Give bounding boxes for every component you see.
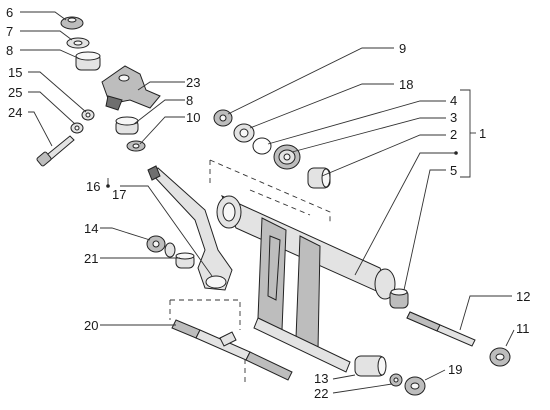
callout-20: 20 bbox=[84, 318, 98, 333]
part-washer-7 bbox=[66, 37, 90, 49]
callout-19: 19 bbox=[448, 362, 462, 377]
part-link-arm-17-eye bbox=[205, 275, 227, 289]
callout-8-lower: 8 bbox=[186, 93, 193, 108]
part-threaded-rod-20 bbox=[171, 319, 293, 381]
part-link-arm-17-tip bbox=[147, 165, 161, 181]
part-bolt-12 bbox=[406, 311, 476, 347]
part-link-arm-17 bbox=[149, 167, 233, 291]
part-washer-25 bbox=[70, 122, 84, 134]
callout-11: 11 bbox=[516, 321, 530, 336]
part-washer-10 bbox=[126, 140, 146, 152]
part-nut-9 bbox=[213, 109, 233, 127]
callout-17: 17 bbox=[112, 187, 126, 202]
part-bracket-23 bbox=[101, 65, 161, 111]
callout-24: 24 bbox=[8, 105, 22, 120]
callout-7: 7 bbox=[6, 24, 13, 39]
callout-labels: 6 7 8 15 25 24 23 8 10 16 17 14 21 20 9 … bbox=[6, 5, 530, 401]
part-nut-11 bbox=[489, 347, 511, 367]
part-sleeve-13 bbox=[354, 355, 387, 377]
callout-12: 12 bbox=[516, 289, 530, 304]
callout-21: 21 bbox=[84, 251, 98, 266]
callout-3: 3 bbox=[450, 110, 457, 125]
callout-15: 15 bbox=[8, 65, 22, 80]
part-swing-arm-1 bbox=[216, 195, 396, 373]
part-washer-15 bbox=[81, 109, 95, 121]
callout-8-top: 8 bbox=[6, 43, 13, 58]
part-washer-22 bbox=[389, 373, 403, 387]
part-bushing-8-lower bbox=[115, 116, 139, 135]
part-bushing-8-top bbox=[75, 51, 101, 71]
callout-14: 14 bbox=[84, 221, 98, 236]
part-bushing-21 bbox=[175, 252, 195, 269]
callout-2: 2 bbox=[450, 127, 457, 142]
part-nut-19 bbox=[404, 376, 426, 396]
part-bushing-5 bbox=[389, 288, 409, 309]
part-circlip-3 bbox=[252, 137, 272, 155]
part-spacer-2 bbox=[307, 167, 331, 189]
callout-4: 4 bbox=[450, 93, 457, 108]
callout-5: 5 bbox=[450, 163, 457, 178]
callout-6: 6 bbox=[6, 5, 13, 20]
part-bolt-24 bbox=[36, 135, 75, 167]
callout-18: 18 bbox=[399, 77, 413, 92]
guide-frame-shaft bbox=[169, 299, 246, 385]
callout-16: 16 bbox=[86, 179, 100, 194]
callout-1: 1 bbox=[479, 126, 486, 141]
callout-10: 10 bbox=[186, 110, 200, 125]
callout-23: 23 bbox=[186, 75, 200, 90]
part-washer-14b bbox=[164, 242, 176, 258]
ref-dot-16 bbox=[106, 184, 110, 188]
callout-22: 22 bbox=[314, 386, 328, 401]
part-washer-18 bbox=[233, 123, 255, 143]
guide-frame-bearing bbox=[209, 159, 331, 225]
leader-lines bbox=[20, 11, 515, 394]
part-nut-14 bbox=[146, 235, 166, 253]
part-nut-6 bbox=[60, 16, 84, 30]
callout-25: 25 bbox=[8, 85, 22, 100]
callout-9: 9 bbox=[399, 41, 406, 56]
part-bearing-4 bbox=[273, 144, 301, 170]
callout-13: 13 bbox=[314, 371, 328, 386]
